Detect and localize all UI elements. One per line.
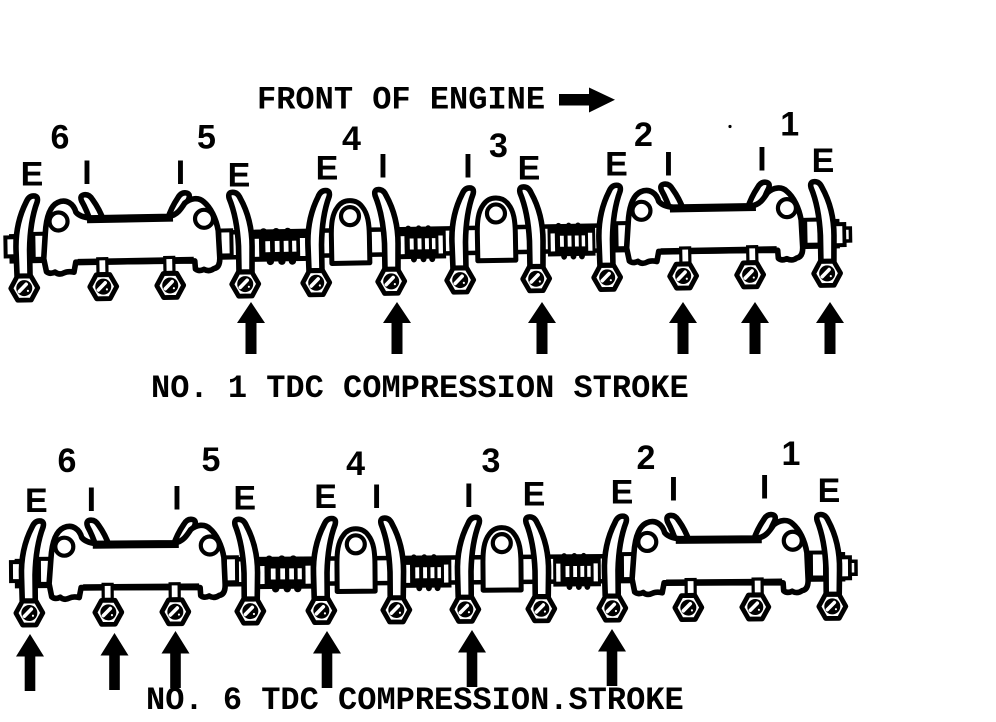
svg-text:E: E bbox=[21, 156, 44, 194]
svg-text:2: 2 bbox=[637, 439, 656, 477]
svg-text:E: E bbox=[233, 479, 256, 517]
svg-text:E: E bbox=[818, 472, 841, 510]
svg-text:E: E bbox=[611, 474, 634, 512]
svg-text:4: 4 bbox=[346, 445, 365, 483]
svg-text:I: I bbox=[664, 146, 673, 184]
svg-text:I: I bbox=[464, 477, 473, 515]
svg-text:I: I bbox=[82, 154, 91, 192]
svg-text:5: 5 bbox=[202, 441, 221, 479]
svg-text:E: E bbox=[812, 142, 835, 180]
svg-text:I: I bbox=[669, 471, 678, 509]
svg-text:5: 5 bbox=[197, 119, 216, 157]
svg-text:6: 6 bbox=[51, 119, 70, 157]
svg-text:3: 3 bbox=[489, 127, 508, 165]
svg-text:6: 6 bbox=[58, 442, 77, 480]
svg-text:I: I bbox=[372, 478, 381, 516]
svg-text:I: I bbox=[172, 479, 181, 517]
svg-text:FRONT OF ENGINE: FRONT OF ENGINE bbox=[257, 82, 545, 119]
svg-text:NO. 1 TDC COMPRESSION STROKE: NO. 1 TDC COMPRESSION STROKE bbox=[151, 370, 689, 407]
svg-text:I: I bbox=[87, 481, 96, 519]
svg-text:E: E bbox=[316, 149, 339, 187]
svg-text:E: E bbox=[523, 476, 546, 514]
svg-text:E: E bbox=[605, 146, 628, 184]
svg-text:E: E bbox=[228, 157, 251, 195]
svg-text:I: I bbox=[760, 469, 769, 507]
svg-text:E: E bbox=[518, 149, 541, 187]
svg-text:I: I bbox=[757, 141, 766, 179]
svg-text:3: 3 bbox=[482, 442, 501, 480]
svg-text:E: E bbox=[25, 482, 48, 520]
svg-text:2: 2 bbox=[634, 116, 653, 154]
svg-text:I: I bbox=[463, 147, 472, 185]
svg-text:I: I bbox=[378, 147, 387, 185]
svg-text:E: E bbox=[314, 478, 337, 516]
svg-text:NO. 6 TDC COMPRESSION.STROKE: NO. 6 TDC COMPRESSION.STROKE bbox=[146, 682, 684, 719]
svg-text:4: 4 bbox=[342, 120, 361, 158]
svg-text:1: 1 bbox=[782, 435, 801, 473]
svg-text:I: I bbox=[176, 154, 185, 192]
svg-text:1: 1 bbox=[780, 106, 799, 144]
